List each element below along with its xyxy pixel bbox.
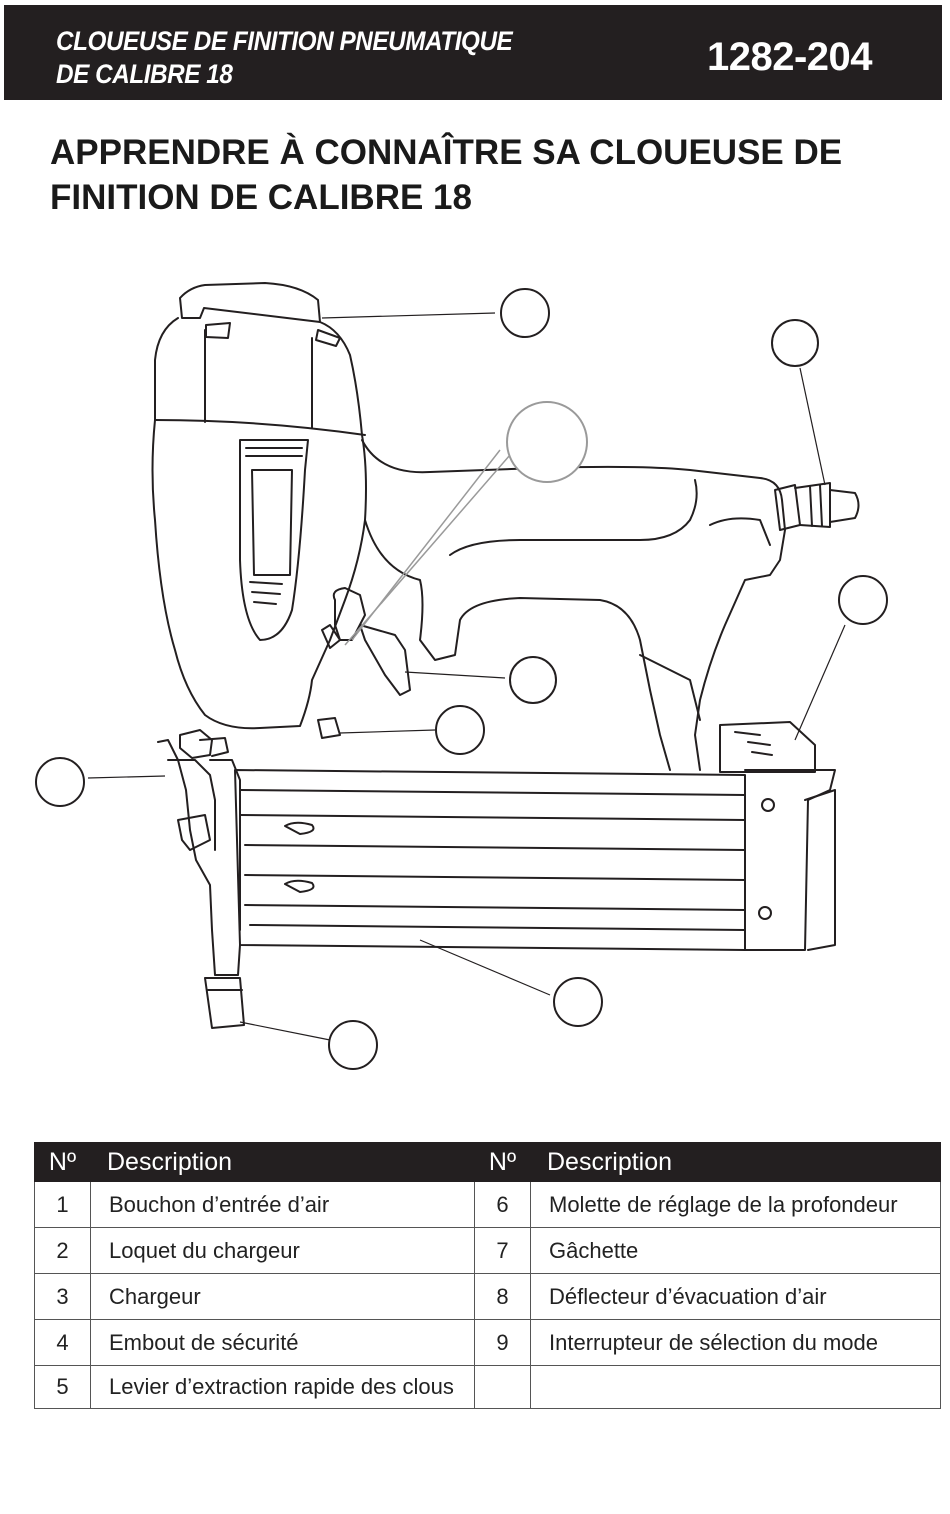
part-description: Loquet du chargeur — [90, 1227, 475, 1274]
header-number: Nº — [474, 1142, 531, 1182]
page-title-line2: FINITION DE CALIBRE 18 — [50, 178, 472, 217]
part-number: 2 — [34, 1227, 91, 1274]
handle-outline — [361, 439, 786, 771]
header-number: Nº — [34, 1142, 91, 1182]
nose-outline — [157, 739, 245, 1029]
part-number: 7 — [474, 1227, 531, 1274]
leader-lines — [87, 312, 846, 1041]
callout-circle — [435, 705, 485, 755]
table-row: 2 Loquet du chargeur 7 Gâchette — [34, 1227, 941, 1274]
depth-wheel-outline — [179, 717, 341, 759]
product-name-line2: DE CALIBRE 18 — [56, 59, 233, 89]
page-title: APPRENDRE À CONNAÎTRE SA CLOUEUSE DE FIN… — [50, 130, 910, 220]
callout-circle — [838, 575, 888, 625]
table-row: 4 Embout de sécurité 9 Interrupteur de s… — [34, 1319, 941, 1366]
part-description — [530, 1365, 941, 1409]
callout-circle — [553, 977, 603, 1027]
page-title-line1: APPRENDRE À CONNAÎTRE SA CLOUEUSE DE — [50, 133, 843, 172]
table-row: 1 Bouchon d’entrée d’air 6 Molette de ré… — [34, 1181, 941, 1228]
part-description: Bouchon d’entrée d’air — [90, 1181, 475, 1228]
part-description: Gâchette — [530, 1227, 941, 1274]
air-inlet-outline — [774, 482, 860, 531]
table-header-row: Nº Description Nº Description — [34, 1142, 941, 1182]
callout-circle — [328, 1020, 378, 1070]
part-description: Interrupteur de sélection du mode — [530, 1319, 941, 1366]
part-number: 8 — [474, 1273, 531, 1320]
part-number: 5 — [34, 1365, 91, 1409]
part-number: 3 — [34, 1273, 91, 1320]
part-description: Molette de réglage de la profondeur — [530, 1181, 941, 1228]
magazine-outline — [234, 721, 836, 951]
table-row: 3 Chargeur 8 Déflecteur d’évacuation d’a… — [34, 1273, 941, 1320]
table-row: 5 Levier d’extraction rapide des clous — [34, 1365, 941, 1409]
parts-table: Nº Description Nº Description 1 Bouchon … — [34, 1142, 941, 1409]
product-name-line1: CLOUEUSE DE FINITION PNEUMATIQUE — [56, 26, 513, 56]
callout-circle — [509, 656, 557, 704]
part-description: Déflecteur d’évacuation d’air — [530, 1273, 941, 1320]
part-number: 4 — [34, 1319, 91, 1366]
callout-circle — [500, 288, 550, 338]
part-description: Embout de sécurité — [90, 1319, 475, 1366]
leader-lines-grey — [344, 449, 511, 646]
tool-head-outline — [151, 317, 367, 730]
model-number: 1282-204 — [706, 35, 873, 79]
part-description: Levier d’extraction rapide des clous — [90, 1365, 475, 1409]
part-number: 1 — [34, 1181, 91, 1228]
part-number — [474, 1365, 531, 1409]
trigger-outline — [321, 587, 411, 696]
header-description: Description — [530, 1142, 941, 1182]
nailer-diagram — [35, 282, 888, 1070]
part-number: 9 — [474, 1319, 531, 1366]
product-name: CLOUEUSE DE FINITION PNEUMATIQUE DE CALI… — [56, 25, 513, 91]
part-description: Chargeur — [90, 1273, 475, 1320]
callout-circle — [35, 757, 85, 807]
callout-circle-grey — [506, 401, 588, 483]
header-bar: CLOUEUSE DE FINITION PNEUMATIQUE DE CALI… — [4, 5, 942, 100]
header-description: Description — [90, 1142, 475, 1182]
part-number: 6 — [474, 1181, 531, 1228]
callout-circle — [771, 319, 819, 367]
